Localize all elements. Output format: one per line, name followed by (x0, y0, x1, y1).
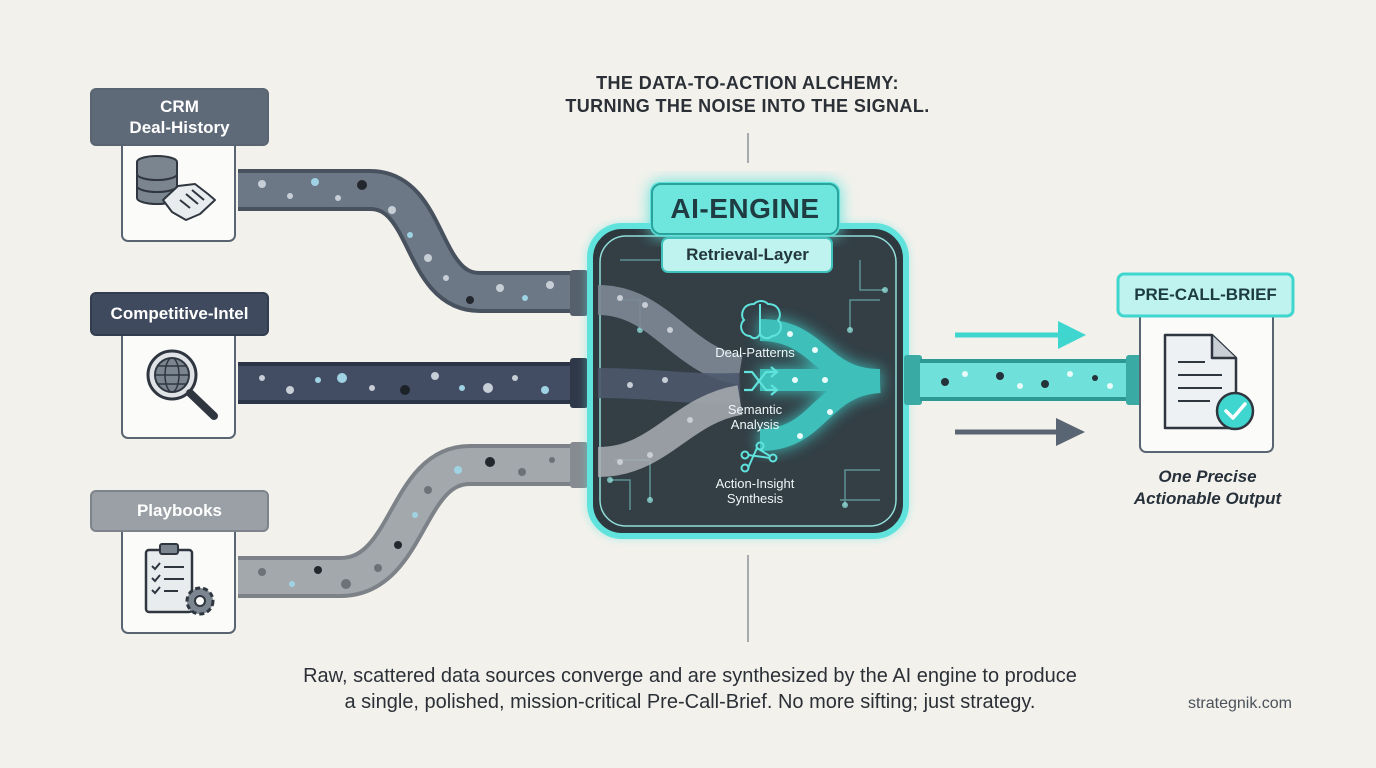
stage-label-deal-patterns: Deal-Patterns (690, 345, 820, 360)
stage-label-semantic-line-2: Analysis (730, 417, 780, 432)
stage-label-action-line-2: Synthesis (726, 491, 784, 506)
coupling-crm (570, 270, 588, 316)
output-caption: One Precise Actionable Output (1110, 466, 1305, 510)
engine-title: AI-ENGINE (670, 193, 820, 224)
data-dots-competitive (259, 372, 549, 395)
pipe-playbooks (238, 444, 585, 598)
nodes-icon (740, 441, 778, 473)
source-label-playbooks-text: Playbooks (136, 501, 223, 520)
source-label-competitive-text: Competitive-Intel (110, 304, 249, 323)
headline-line-1: THE DATA-TO-ACTION ALCHEMY: (596, 73, 899, 93)
coupling-competitive (570, 358, 588, 408)
stage-label-deal-patterns-line-1: Deal-Patterns (715, 345, 795, 360)
output-caption-line-2: Actionable Output (1133, 489, 1282, 508)
brain-icon (740, 300, 782, 340)
shuffle-icon (744, 366, 779, 396)
output-pipe (904, 355, 1144, 405)
globe-magnifier-icon (146, 349, 218, 420)
data-dots-crm (258, 178, 554, 304)
document-check-icon (1163, 333, 1255, 431)
headline: THE DATA-TO-ACTION ALCHEMY: TURNING THE … (520, 72, 975, 118)
footer-line-2: a single, polished, mission-critical Pre… (344, 691, 1036, 713)
source-label-playbooks: Playbooks (90, 490, 269, 532)
engine-tab (650, 182, 840, 273)
arrow-gray (955, 418, 1085, 446)
footer-description: Raw, scattered data sources converge and… (270, 663, 1110, 715)
source-label-competitive: Competitive-Intel (90, 292, 269, 336)
arrow-teal (955, 321, 1086, 349)
stage-label-semantic-line-1: Semantic (727, 402, 783, 417)
site-credit: strategnik.com (1187, 695, 1293, 712)
card-playbooks (121, 519, 236, 634)
pipe-crm (238, 169, 585, 313)
output-caption-line-1: One Precise (1158, 467, 1257, 486)
card-competitive (121, 324, 236, 439)
stage-label-semantic-analysis: Semantic Analysis (690, 402, 820, 432)
clipboard-gear-icon (144, 543, 215, 616)
data-dots-playbooks (258, 457, 555, 589)
source-label-crm-line-2: Deal-History (129, 118, 230, 137)
source-label-crm: CRM Deal-History (90, 88, 269, 146)
card-output (1116, 272, 1295, 453)
output-label: PRE-CALL-BRIEF (1134, 285, 1277, 304)
headline-line-2: TURNING THE NOISE INTO THE SIGNAL. (565, 96, 930, 116)
retrieval-layer-label: Retrieval-Layer (686, 245, 809, 264)
database-handshake-icon (136, 155, 216, 221)
footer-line-1: Raw, scattered data sources converge and… (303, 665, 1077, 687)
coupling-playbooks (570, 442, 588, 488)
stage-label-action-line-1: Action-Insight (715, 476, 795, 491)
ai-engine-box (585, 222, 910, 540)
stage-label-action-insight: Action-Insight Synthesis (690, 476, 820, 506)
source-label-crm-line-1: CRM (160, 97, 199, 116)
card-crm (121, 127, 236, 242)
